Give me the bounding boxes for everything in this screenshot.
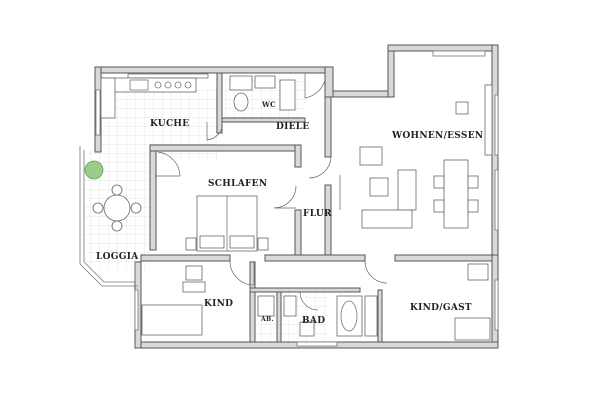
loggia-outline [79,146,157,287]
wc-fixtures [229,75,296,112]
windows [95,50,499,347]
door-swings [155,73,388,311]
interior-walls [140,72,493,343]
room-label-ab: AB. [260,316,274,323]
room-label-kind: KIND [204,299,233,309]
room-label-loggia: LOGGIA [96,252,139,262]
living-furniture [339,84,493,229]
double-bed [185,195,269,252]
kind-furniture [141,265,206,336]
room-label-kueche: KUCHE [150,119,189,129]
room-label-diele: DIELE [276,122,310,132]
bath-fixtures [257,295,378,337]
room-label-kind-gast: KIND/GAST [410,303,472,313]
kitchen-counter [100,77,197,119]
room-label-flur: FLUR [303,209,332,219]
room-label-wohnen-essen: WOHNEN/ESSEN [391,131,483,141]
room-label-bad: BAD [302,316,325,326]
loggia-table [84,160,142,232]
room-label-schlafen: SCHLAFEN [208,179,267,189]
guest-room-furniture [454,263,491,341]
room-label-wc: WC [261,100,276,109]
